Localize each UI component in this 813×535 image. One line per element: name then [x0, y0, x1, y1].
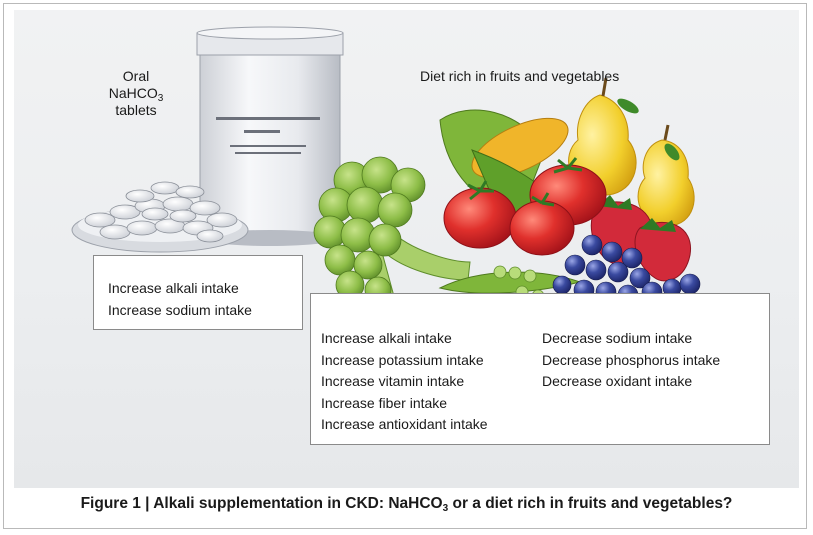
- diet-increase-column: Increase alkali intake Increase potassiu…: [321, 328, 542, 444]
- corn: [439, 109, 569, 216]
- diet-increase-item: Increase vitamin intake: [321, 373, 465, 389]
- nahco3-effects-box: Increase alkali intake Increase sodium i…: [93, 255, 303, 330]
- diet-increase-item: Increase potassium intake: [321, 351, 484, 368]
- diet-label: Diet rich in fruits and vegetables: [420, 68, 620, 84]
- tablets-plate: [71, 181, 249, 253]
- figure-frame: [3, 3, 807, 529]
- strawberries: [590, 195, 691, 282]
- oral-label-line2: NaHCO3: [100, 85, 172, 104]
- oral-label-line1: Oral: [122, 68, 150, 84]
- nahco3-effect-item: Increase sodium intake: [108, 301, 252, 318]
- caption-suffix: or a diet rich in fruits and vegetables?: [448, 495, 733, 512]
- diet-decrease-item: Decrease oxidant intake: [542, 373, 693, 389]
- tablet-jar: [196, 26, 344, 246]
- diet-decrease-item: Decrease phosphorus intake: [542, 351, 721, 368]
- diet-increase-item: Increase fiber intake: [321, 394, 448, 411]
- caption-prefix: Figure 1 | Alkali supplementation in CKD…: [80, 495, 443, 512]
- diet-decrease-column: Decrease sodium intake Decrease phosphor…: [542, 328, 720, 444]
- nahco3-effect-item: Increase alkali intake: [108, 280, 239, 296]
- tomatoes: [443, 157, 607, 256]
- diet-decrease-item: Decrease sodium intake: [542, 330, 693, 346]
- diet-increase-item: Increase alkali intake: [321, 330, 452, 346]
- diet-effects-box: Increase alkali intake Increase potassiu…: [310, 293, 770, 445]
- figure-caption: Figure 1 | Alkali supplementation in CKD…: [0, 495, 813, 514]
- caption-subscript: 3: [442, 503, 449, 514]
- broccoli: [313, 156, 471, 306]
- nahco3-subscript: 3: [157, 93, 164, 104]
- oral-label-line3: tablets: [115, 102, 157, 118]
- diet-increase-item: Increase antioxidant intake: [321, 416, 488, 432]
- oral-nahco3-label: Oral NaHCO3 tablets: [100, 68, 172, 119]
- nahco3-text: NaHCO: [108, 85, 158, 101]
